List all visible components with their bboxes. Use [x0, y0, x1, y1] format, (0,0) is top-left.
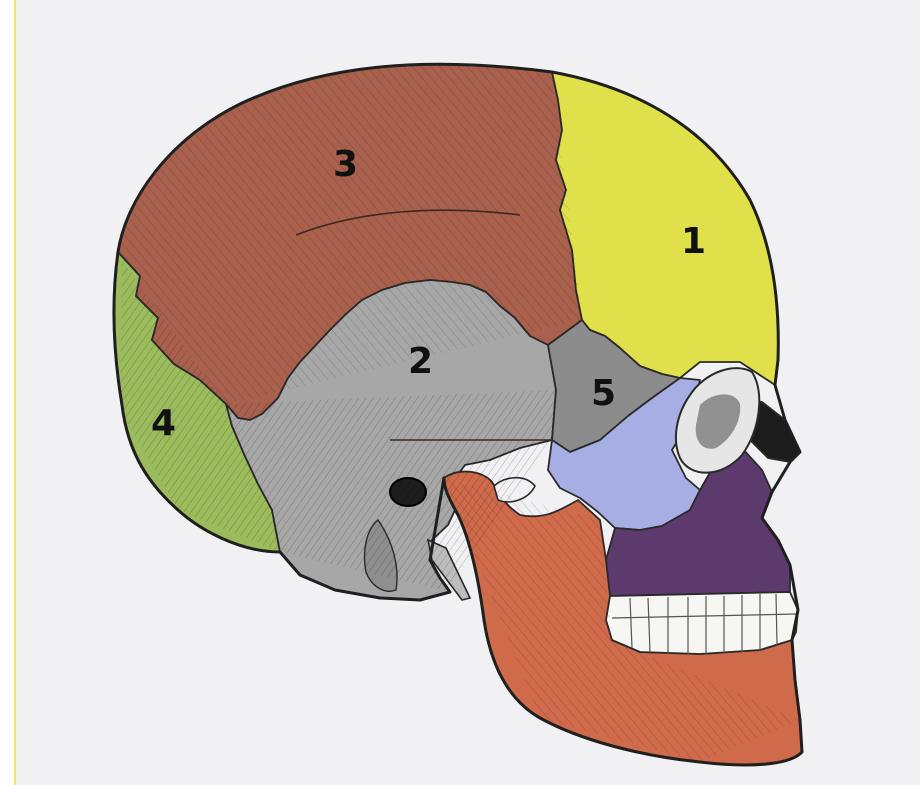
label-frontal: 1	[681, 221, 706, 262]
teeth	[606, 592, 798, 654]
label-parietal: 3	[333, 144, 358, 185]
label-temporal: 2	[408, 341, 433, 382]
label-occipital: 4	[151, 403, 176, 444]
external-auditory-meatus	[390, 478, 426, 506]
label-sphenoid: 5	[591, 373, 616, 414]
